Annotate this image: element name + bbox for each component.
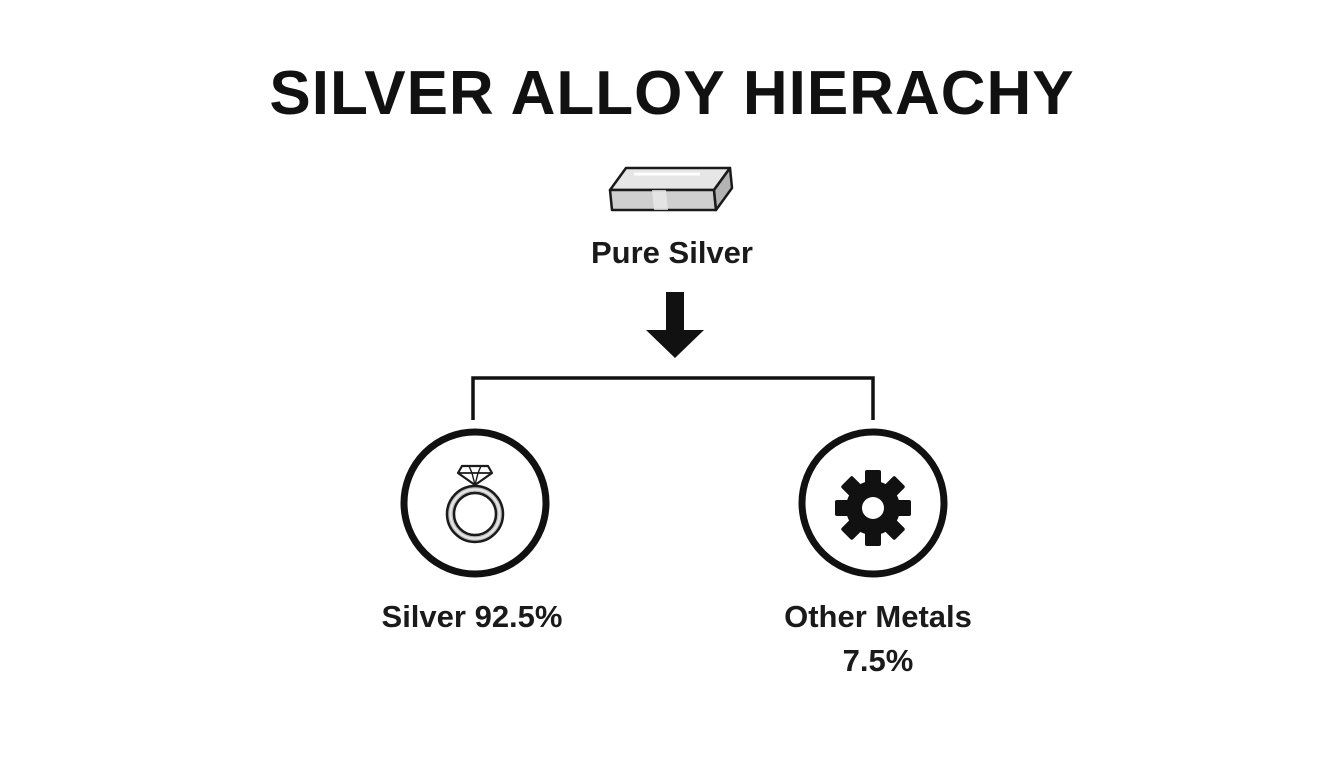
- diagram-title: SILVER ALLOY HIERACHY: [269, 59, 1075, 128]
- ring-icon: [445, 464, 505, 544]
- node-label-other-metals-line1: Other Metals: [784, 599, 972, 634]
- down-arrow-icon: [646, 292, 704, 358]
- node-label-pure-silver: Pure Silver: [591, 235, 753, 270]
- node-label-other-metals: Other Metals 7.5%: [728, 598, 1028, 680]
- node-circle-other-metals: [796, 426, 950, 585]
- gear-icon: [835, 470, 911, 546]
- silver-bar-icon: [604, 160, 738, 225]
- node-label-silver-925: Silver 92.5%: [381, 599, 563, 634]
- node-label-other-metals-line2: 7.5%: [842, 643, 914, 678]
- node-circle-silver: [398, 426, 552, 585]
- branch-connector: [471, 376, 875, 420]
